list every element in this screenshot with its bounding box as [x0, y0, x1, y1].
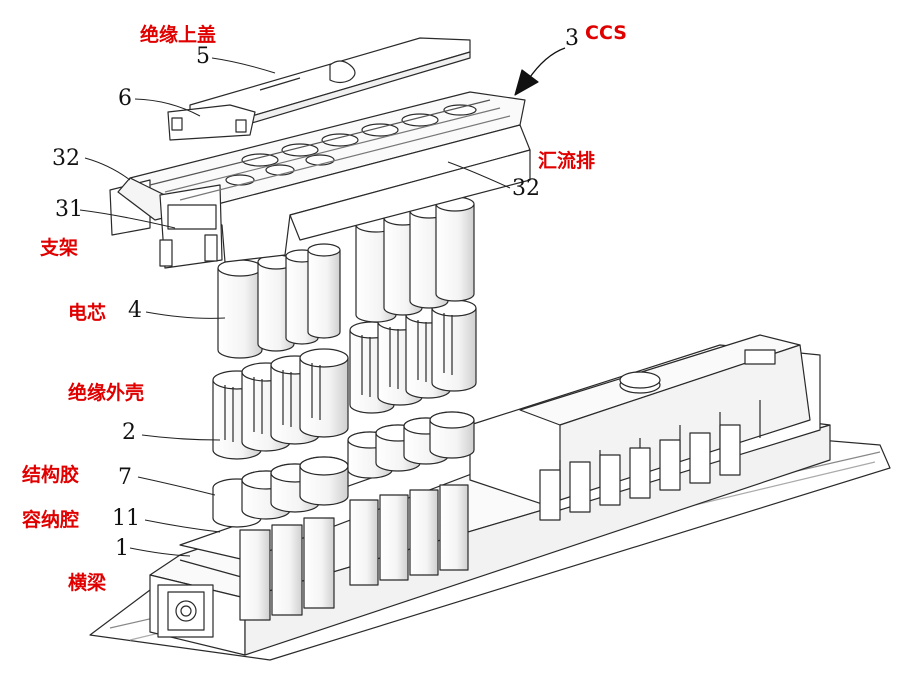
structural-glue	[212, 411, 475, 528]
label-insulation-shell: 绝缘外壳	[68, 382, 145, 404]
ref-number-32-left: 32	[52, 146, 80, 171]
ccs-busbar-assembly	[109, 91, 531, 269]
leader-lines	[79, 57, 511, 557]
label-bracket: 支架	[40, 237, 79, 259]
label-beam: 横梁	[68, 572, 107, 594]
ref-number-32-right: 32	[512, 176, 540, 201]
label-busbar: 汇流排	[538, 150, 596, 172]
ccs-arrow	[514, 47, 566, 96]
label-ccs: CCS	[585, 22, 627, 44]
battery-cells	[217, 196, 475, 359]
ref-number-3: 3	[565, 26, 579, 51]
ref-number-31: 31	[55, 197, 83, 222]
ref-number-5: 5	[196, 44, 210, 69]
ref-number-11: 11	[112, 506, 140, 531]
ref-number-4: 4	[128, 298, 142, 323]
ref-number-1: 1	[115, 536, 129, 561]
label-cell: 电芯	[68, 302, 107, 324]
ref-number-2: 2	[122, 420, 136, 445]
cavity-cells	[239, 484, 469, 621]
ref-number-6: 6	[118, 86, 132, 111]
label-cavity: 容纳腔	[22, 509, 80, 531]
ref-number-7: 7	[118, 465, 132, 490]
label-insulation-top-cover: 绝缘上盖	[140, 24, 217, 46]
label-structural-glue: 结构胶	[22, 464, 80, 486]
insulation-shells	[212, 299, 477, 460]
assembled-module-right	[469, 334, 821, 521]
insulation-top-cover	[167, 37, 471, 141]
